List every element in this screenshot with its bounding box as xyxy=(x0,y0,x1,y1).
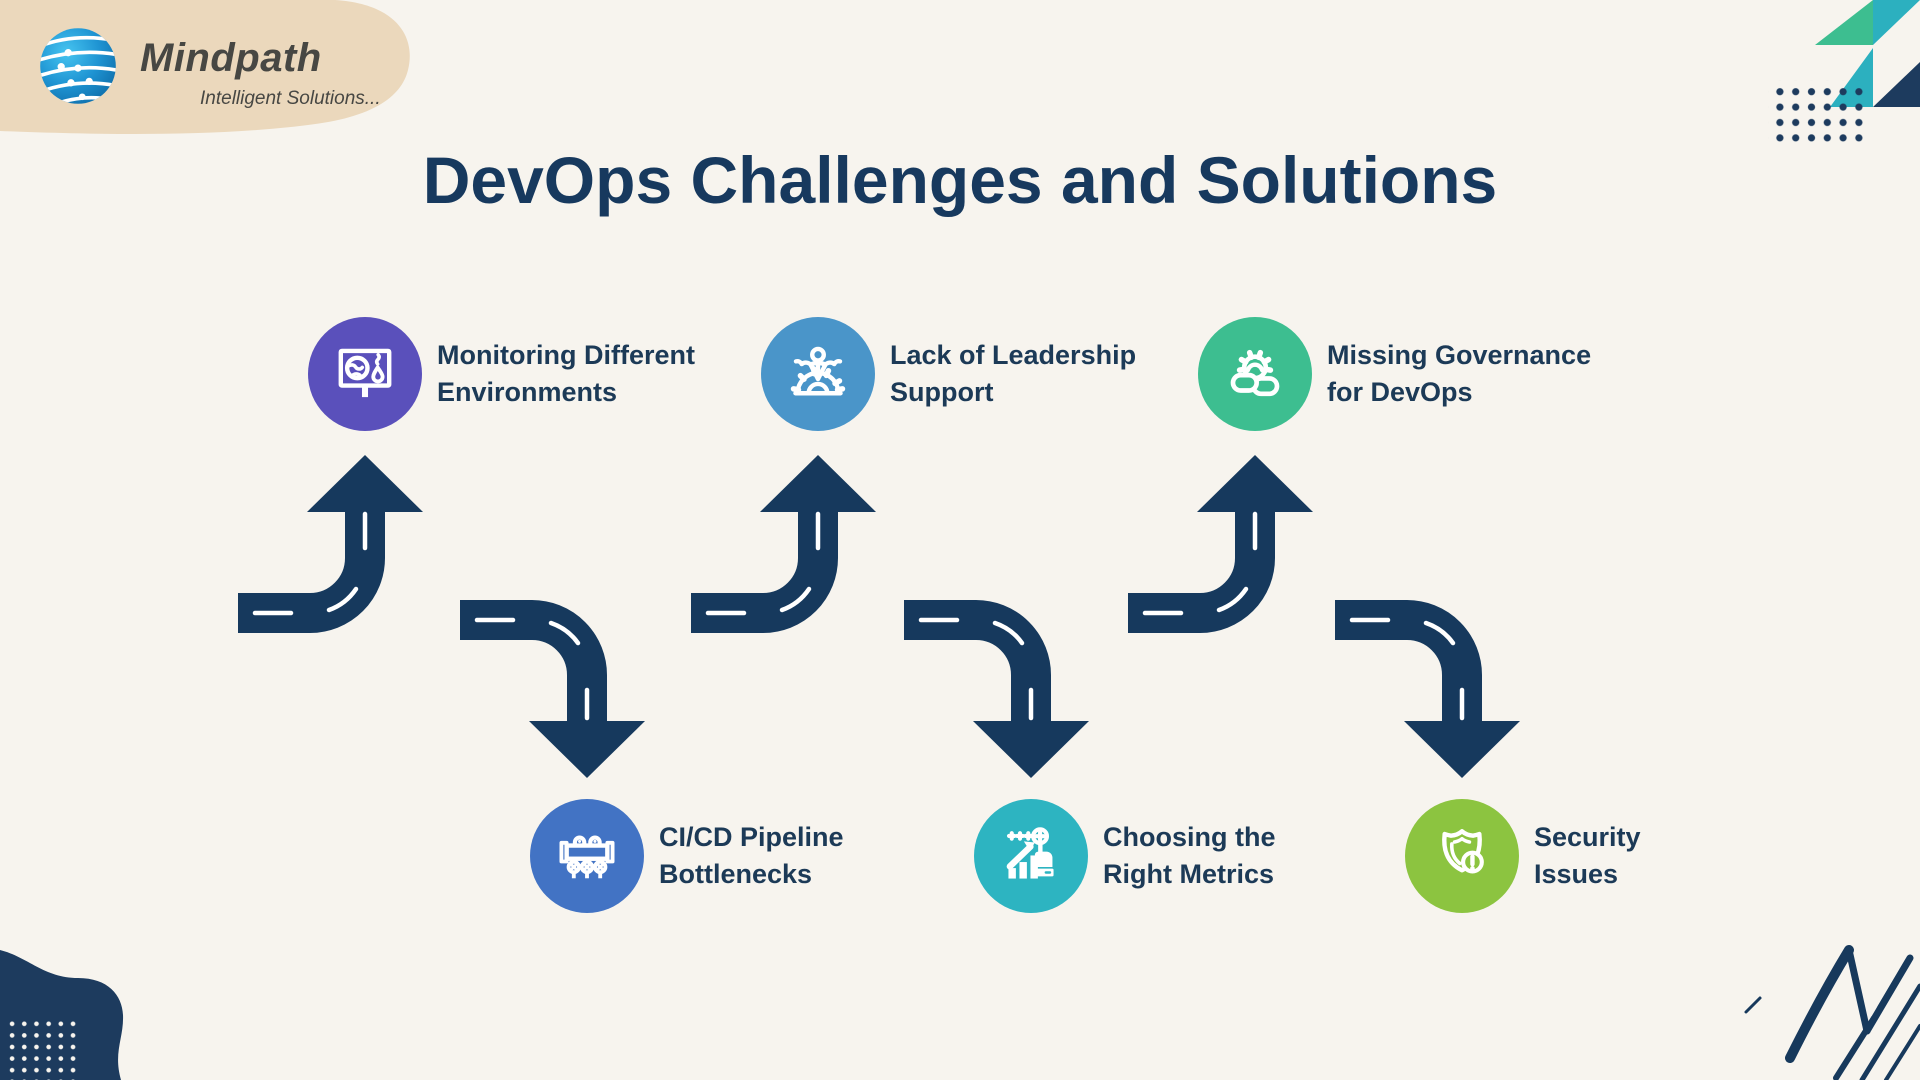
page-title: DevOps Challenges and Solutions xyxy=(422,143,1498,217)
environment-sign-icon xyxy=(338,348,392,398)
node-label: Lack of Leadership Support xyxy=(890,340,1137,407)
node-label: Security Issues xyxy=(1534,822,1641,889)
metrics-growth-icon xyxy=(1006,827,1054,879)
beige-corner-blob xyxy=(0,0,410,134)
leader-gear-icon xyxy=(790,346,846,396)
brand-tagline: Intelligent Solutions... xyxy=(200,88,381,109)
road-arrow-up xyxy=(1128,455,1313,633)
challenge-node-monitoring: Monitoring Different Environments xyxy=(308,317,695,431)
road-arrow-down xyxy=(904,600,1089,778)
challenge-node-pipeline: CI/CD Pipeline Bottlenecks xyxy=(530,799,844,913)
shield-alert-icon xyxy=(1442,829,1484,874)
dot-grid-decor xyxy=(1768,80,1864,142)
node-label: Missing Governance for DevOps xyxy=(1327,340,1592,407)
challenge-node-governance: Missing Governance for DevOps xyxy=(1198,317,1591,431)
road-arrow-down xyxy=(1335,600,1520,778)
node-circle xyxy=(1198,317,1312,431)
node-circle xyxy=(1405,799,1519,913)
road-arrow-down xyxy=(460,600,645,778)
node-circle xyxy=(530,799,644,913)
dot-grid-decor xyxy=(6,1018,80,1080)
road-arrow-up xyxy=(238,455,423,633)
gear-chain-icon xyxy=(1230,349,1280,397)
node-label: Choosing the Right Metrics xyxy=(1103,822,1276,889)
challenge-node-leadership: Lack of Leadership Support xyxy=(761,317,1136,431)
pipeline-valves-icon xyxy=(559,835,615,879)
scribble-decor xyxy=(1744,945,1920,1080)
challenge-node-metrics: Choosing the Right Metrics xyxy=(974,799,1275,913)
brand-name: Mindpath xyxy=(140,36,322,80)
mindpath-logo-icon xyxy=(40,28,116,104)
challenge-node-security: Security Issues xyxy=(1405,799,1641,913)
road-arrow-up xyxy=(691,455,876,633)
node-circle xyxy=(974,799,1088,913)
node-circle xyxy=(308,317,422,431)
node-label: Monitoring Different Environments xyxy=(437,340,695,407)
node-circle xyxy=(761,317,875,431)
node-label: CI/CD Pipeline Bottlenecks xyxy=(659,822,844,889)
corner-triangles-decor xyxy=(1815,0,1920,107)
